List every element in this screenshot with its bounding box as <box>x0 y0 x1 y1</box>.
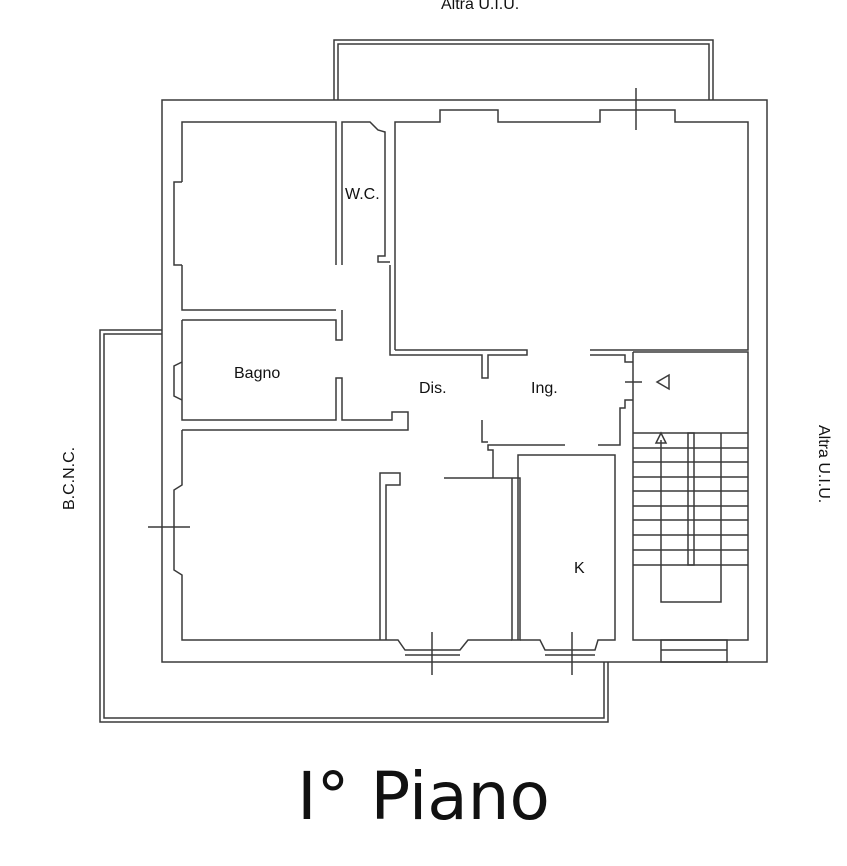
staircase <box>633 373 748 603</box>
left-balcony <box>99 329 609 723</box>
neighbor-label-top: Altra U.I.U. <box>441 0 519 13</box>
room-label-ing: Ing. <box>531 380 558 397</box>
outer-wall <box>161 99 768 663</box>
neighbor-label-left: B.C.N.C. <box>61 447 78 510</box>
interior-walls <box>173 109 749 651</box>
floor-title: I° Piano <box>297 758 550 835</box>
window-marks <box>148 88 728 675</box>
entrance-arrow-icon <box>655 373 670 391</box>
room-label-k: K <box>574 560 585 577</box>
room-label-bagno: Bagno <box>234 365 280 382</box>
room-label-dis: Dis. <box>419 380 447 397</box>
stair-arrow-icon <box>654 431 668 444</box>
neighbor-label-right: Altra U.I.U. <box>815 425 832 503</box>
top-balcony <box>333 39 714 100</box>
room-label-wc: W.C. <box>345 186 380 203</box>
